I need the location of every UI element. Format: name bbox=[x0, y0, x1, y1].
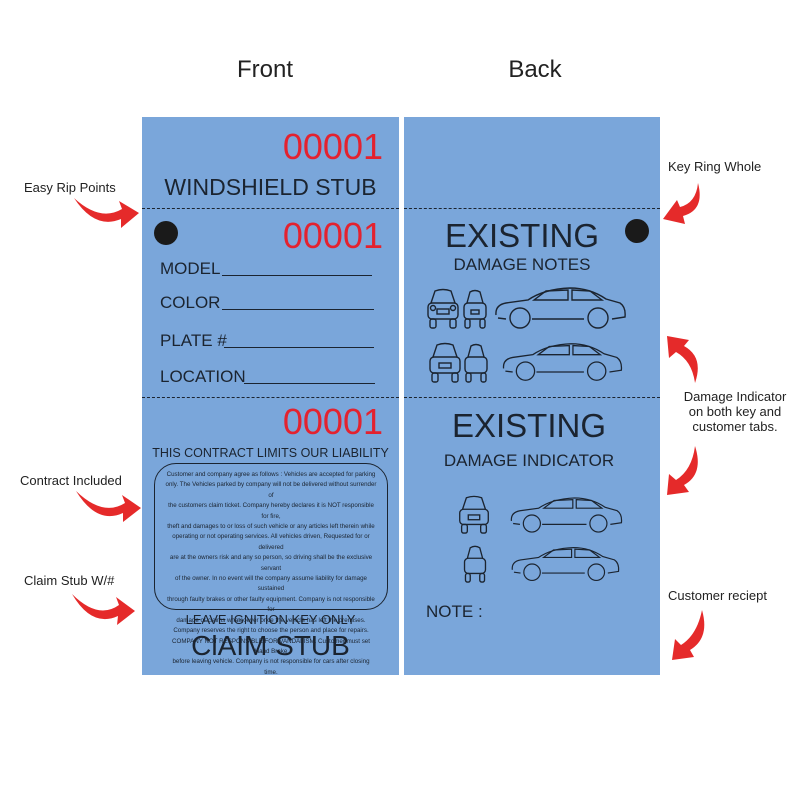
car-front-icon bbox=[459, 495, 489, 534]
car-front-icon bbox=[429, 342, 461, 383]
location-line bbox=[244, 383, 375, 384]
claim-number: 00001 bbox=[282, 401, 383, 442]
damage-label-line: Damage Indicator bbox=[683, 389, 787, 404]
contract-line: of the owner. In no event will the compa… bbox=[175, 575, 367, 593]
claim-stub-title: ClAIM STUB bbox=[191, 630, 350, 661]
damage-indicator-label: Damage Indicator on both key and custome… bbox=[676, 389, 794, 434]
rip-line-top bbox=[142, 208, 399, 209]
model-line bbox=[222, 275, 372, 276]
contract-line: are at the owners risk and any so person… bbox=[169, 554, 373, 572]
arrow-icon bbox=[663, 183, 700, 224]
contract-line: the customers claim ticket. Company here… bbox=[168, 502, 374, 520]
liability-notice: THIS CONTRACT LIMITS OUR LIABILITY bbox=[152, 446, 389, 460]
windshield-stub-title: WINDSHIELD STUB bbox=[164, 174, 377, 200]
car-side-icon bbox=[502, 343, 623, 381]
contract-line: only. The Vehicles parked by company wil… bbox=[165, 481, 377, 499]
easy-rip-label: Easy Rip Points bbox=[24, 180, 116, 195]
note-label: NOTE : bbox=[426, 602, 483, 621]
receipt-label: Customer reciept bbox=[668, 588, 767, 603]
plate-line bbox=[224, 347, 374, 348]
contract-line: theft and damages to or loss of such veh… bbox=[167, 523, 375, 531]
arrow-icon bbox=[76, 491, 141, 522]
arrow-icon bbox=[74, 198, 139, 228]
windshield-number: 00001 bbox=[282, 126, 383, 167]
arrow-icon bbox=[72, 594, 135, 625]
key-hole-icon bbox=[154, 221, 178, 245]
car-side-icon bbox=[495, 287, 626, 329]
damage-notes-subtitle: DAMAGE NOTES bbox=[453, 255, 591, 274]
car-rear-icon bbox=[464, 343, 488, 383]
key-tab-number: 00001 bbox=[282, 215, 383, 256]
back-heading: Back bbox=[508, 56, 562, 83]
contract-label: Contract Included bbox=[20, 473, 122, 488]
car-rear-icon bbox=[463, 545, 487, 583]
contract-terms: Customer and company agree as follows : … bbox=[154, 463, 388, 676]
contract-line: COMPANY NOT RESPONSIBLE FOR VANDALISM. C… bbox=[172, 637, 370, 655]
rip-line-bottom bbox=[142, 397, 399, 398]
damage-label-line: on both key and bbox=[688, 404, 782, 419]
key-ring-label: Key Ring Whole bbox=[668, 159, 762, 174]
damage-indicator-title: EXISTING bbox=[451, 407, 607, 444]
arrow-icon bbox=[672, 610, 705, 660]
car-side-icon bbox=[511, 546, 620, 582]
color-line bbox=[222, 309, 374, 310]
ignition-notice: LEAVE IGNITION KEY ONLY bbox=[185, 612, 356, 627]
contract-line: damage or claims whatsoever once the veh… bbox=[176, 616, 366, 624]
damage-indicator-subtitle: DAMAGE INDICATOR bbox=[443, 451, 615, 470]
arrow-icon bbox=[667, 336, 698, 383]
rip-line-bottom-back bbox=[404, 397, 660, 398]
car-side-icon bbox=[510, 497, 623, 533]
model-label: MODEL bbox=[160, 259, 221, 278]
arrow-icon bbox=[667, 446, 698, 495]
damage-notes-title: EXISTING bbox=[444, 217, 600, 254]
claim-stub-label: Claim Stub W/# bbox=[24, 573, 115, 588]
location-label: LOCATION bbox=[160, 367, 246, 386]
car-rear-icon bbox=[463, 289, 487, 329]
contract-line: through faulty brakes or other faulty eq… bbox=[167, 595, 375, 614]
rip-line-top-back bbox=[404, 208, 660, 209]
front-heading: Front bbox=[236, 56, 293, 83]
damage-label-line: customer tabs. bbox=[692, 419, 778, 434]
contract-line: Customer and company agree as follows : … bbox=[166, 471, 376, 478]
color-label: COLOR bbox=[160, 293, 221, 312]
key-hole-icon bbox=[625, 219, 649, 243]
contract-line: operating or not operating services. All… bbox=[172, 533, 370, 551]
plate-label: PLATE # bbox=[160, 331, 227, 350]
front-tag: 00001 WINDSHIELD STUB 00001 MODEL COLOR … bbox=[142, 117, 399, 675]
back-tag: EXISTING DAMAGE NOTES EXISTING DAMAGE IN… bbox=[404, 117, 660, 675]
car-front-icon bbox=[427, 288, 459, 329]
contract-line: before leaving vehicle. Company is not r… bbox=[172, 658, 370, 676]
contract-line: Company reserves the right to choose the… bbox=[173, 627, 369, 635]
